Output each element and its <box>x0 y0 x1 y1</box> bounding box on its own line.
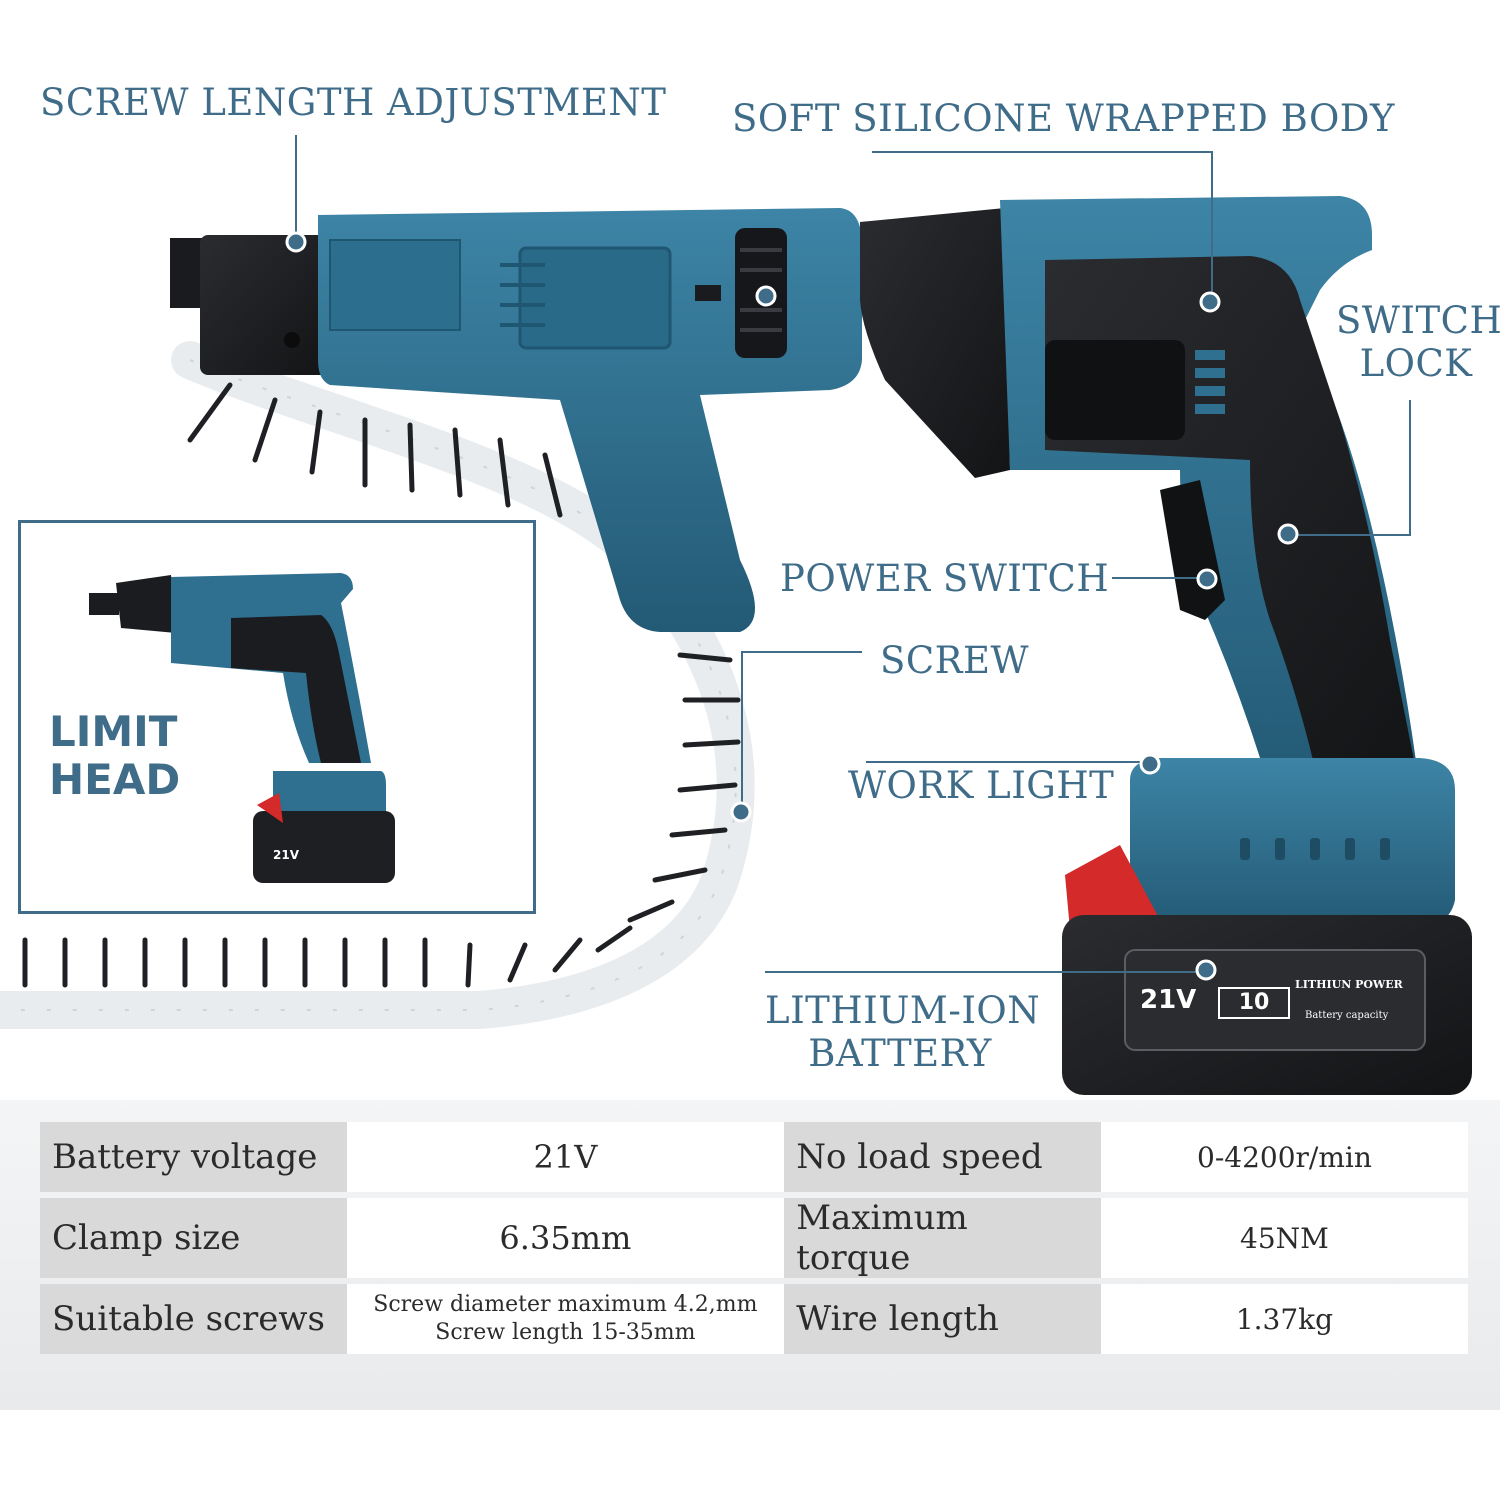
spec-table: Battery voltage 21V No load speed 0-4200… <box>40 1116 1468 1360</box>
battery-brand-label: LITHIUN POWER <box>1295 978 1403 991</box>
magazine-body <box>318 208 862 632</box>
callout-battery-line1: LITHIUM-ION <box>765 989 1041 1032</box>
spec-value: 45NM <box>1100 1198 1468 1278</box>
spec-value: 6.35mm <box>346 1198 785 1278</box>
battery-capacity-note: Battery capacity <box>1305 1010 1389 1021</box>
callout-dots <box>285 231 1299 981</box>
limit-head-label: LIMIT HEAD <box>49 707 181 804</box>
table-row: Clamp size 6.35mm Maximum torque 45NM <box>40 1198 1468 1278</box>
spec-value: 1.37kg <box>1100 1284 1468 1354</box>
spec-key: Suitable screws <box>40 1284 347 1354</box>
nose-piece <box>170 235 330 375</box>
battery-pack <box>1062 758 1472 1095</box>
bottom-band <box>0 1410 1500 1500</box>
battery-voltage-label: 21V <box>1140 985 1197 1015</box>
inset-tool-illustration <box>89 573 395 883</box>
spec-key: Maximum torque <box>784 1198 1101 1278</box>
battery-capacity-label: 10 <box>1218 987 1290 1019</box>
spec-key: Clamp size <box>40 1198 347 1278</box>
spec-value: Screw diameter maximum 4.2,mm Screw leng… <box>346 1284 785 1354</box>
callout-switch-lock: SWITCH LOCK <box>1336 299 1500 385</box>
callout-soft-silicone-body: SOFT SILICONE WRAPPED BODY <box>732 97 1395 140</box>
table-row: Suitable screws Screw diameter maximum 4… <box>40 1284 1468 1354</box>
callout-battery-line2: BATTERY <box>808 1031 992 1075</box>
callout-lines <box>295 135 1411 973</box>
spec-key: Wire length <box>784 1284 1101 1354</box>
limit-head-inset: 21V LIMIT HEAD <box>18 520 536 914</box>
callout-switch-lock-line1: SWITCH <box>1336 299 1500 342</box>
callout-screw: SCREW <box>880 639 1030 682</box>
spec-value: 21V <box>346 1122 785 1192</box>
drywall-screwdriver-illustration <box>0 135 1472 1095</box>
callout-power-switch: POWER SWITCH <box>780 557 1110 600</box>
callout-switch-lock-line2: LOCK <box>1359 341 1473 385</box>
callout-screw-length-adjustment: SCREW LENGTH ADJUSTMENT <box>40 81 667 124</box>
callout-work-light: WORK LIGHT <box>848 764 1115 807</box>
head-label: HEAD <box>49 755 181 804</box>
motor-body <box>860 196 1420 790</box>
limit-label: LIMIT <box>49 707 178 756</box>
callout-lithium-ion-battery: LITHIUM-ION BATTERY <box>765 989 1041 1075</box>
spec-value: 0-4200r/min <box>1100 1122 1468 1192</box>
spec-value-line2: Screw length 15-35mm <box>435 1320 696 1345</box>
spec-key: No load speed <box>784 1122 1101 1192</box>
table-row: Battery voltage 21V No load speed 0-4200… <box>40 1122 1468 1192</box>
spec-value-line1: Screw diameter maximum 4.2,mm <box>373 1292 758 1317</box>
inset-battery-voltage: 21V <box>273 848 299 862</box>
spec-key: Battery voltage <box>40 1122 347 1192</box>
